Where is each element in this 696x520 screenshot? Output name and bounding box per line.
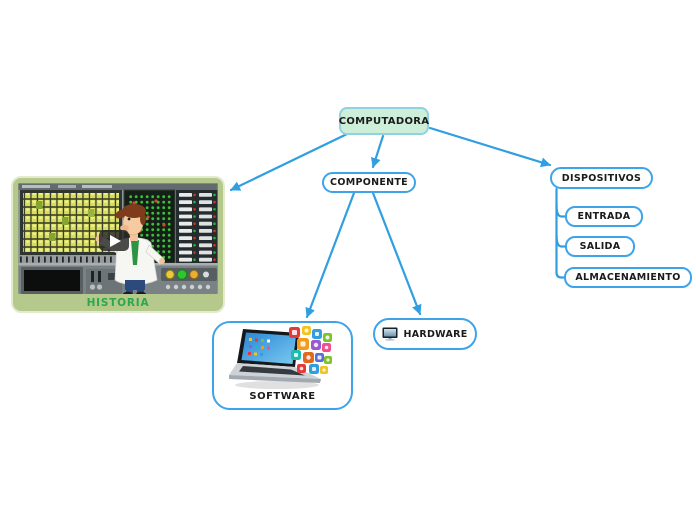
node-dispositivos-label: DISPOSITIVOS — [561, 172, 642, 184]
edge-componente-software — [305, 191, 356, 319]
edge-computadora-historia — [229, 132, 349, 192]
node-entrada-label: ENTRADA — [577, 211, 631, 222]
node-entrada[interactable]: ENTRADA — [565, 206, 643, 227]
node-hardware[interactable]: HARDWARE — [373, 318, 477, 350]
node-computadora[interactable]: COMPUTADORA — [339, 107, 429, 135]
edge-dispositivos-entrada — [555, 203, 567, 218]
node-almacenamiento[interactable]: ALMACENAMIENTO — [564, 267, 692, 288]
node-historia[interactable]: HISTORIA — [11, 176, 225, 313]
node-salida[interactable]: SALIDA — [565, 236, 635, 257]
historia-video-thumbnail — [18, 183, 218, 295]
node-software[interactable]: SOFTWARE — [212, 321, 353, 410]
node-componente-label: COMPONENTE — [330, 177, 408, 188]
node-componente[interactable]: COMPONENTE — [322, 172, 416, 193]
node-almacenamiento-label: ALMACENAMIENTO — [575, 272, 681, 283]
edge-computadora-componente — [371, 134, 385, 169]
node-dispositivos[interactable]: DISPOSITIVOS — [550, 167, 653, 189]
edge-computadora-dispositivos — [428, 126, 552, 168]
node-computadora-label: COMPUTADORA — [338, 115, 430, 127]
node-salida-label: SALIDA — [579, 241, 621, 252]
app-icon-cloud — [288, 326, 332, 374]
node-software-label: SOFTWARE — [249, 391, 316, 402]
edge-dispositivos-salida — [555, 233, 567, 248]
node-historia-label: HISTORIA — [86, 296, 150, 309]
monitor-icon — [382, 327, 398, 341]
control-room-scene-image — [18, 183, 218, 295]
laptop-app-icons-image — [228, 326, 332, 389]
play-icon — [110, 234, 121, 247]
node-hardware-label: HARDWARE — [403, 328, 468, 340]
edge-componente-hardware — [371, 191, 422, 316]
video-play-button[interactable] — [99, 230, 129, 251]
edge-dispositivos-almacenamiento — [555, 187, 566, 279]
